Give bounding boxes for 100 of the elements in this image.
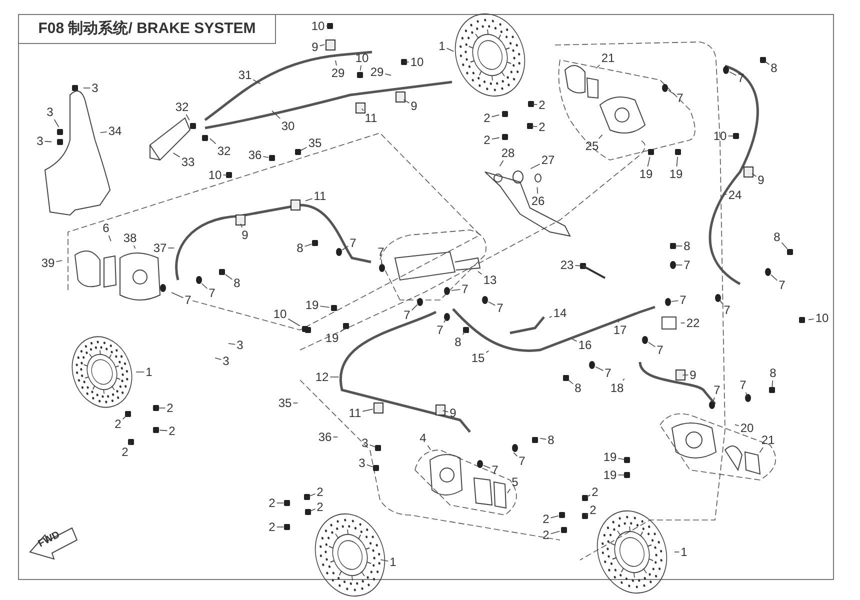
callout-number: 8	[548, 434, 554, 446]
leader-line	[446, 48, 454, 52]
callout-number: 1	[390, 556, 396, 568]
leader-line	[335, 60, 337, 66]
leader-line	[491, 114, 500, 118]
leader-line	[332, 436, 338, 438]
callout-number: 2	[268, 497, 276, 509]
callout-number: 2	[542, 529, 550, 541]
diagram-title: F08 制动系统/ BRAKE SYSTEM	[18, 14, 276, 44]
callout-number: 21	[761, 434, 775, 446]
leader-line	[252, 79, 261, 84]
leader-line	[320, 306, 330, 308]
callout-number: 25	[585, 140, 599, 152]
leader-line	[122, 415, 127, 420]
callout-number: 1	[680, 546, 688, 558]
leader-line	[222, 174, 228, 176]
leader-line	[362, 408, 374, 412]
callout-number: 9	[450, 407, 456, 419]
callout-number: 20	[740, 422, 754, 434]
callout-number: 11	[348, 407, 362, 419]
callout-number: 8	[770, 62, 778, 74]
callout-number: 3	[358, 457, 366, 469]
callout-number: 10	[815, 312, 829, 324]
leader-line	[228, 343, 236, 345]
leader-line	[595, 366, 604, 371]
leader-line	[304, 244, 312, 247]
leader-line	[598, 134, 603, 139]
callout-number: 3	[362, 437, 368, 449]
callout-number: 3	[92, 82, 98, 94]
leader-line	[444, 318, 446, 323]
callout-number: 9	[242, 229, 248, 241]
callout-number: 32	[175, 101, 189, 113]
callout-number: 1	[438, 40, 446, 52]
leader-line	[746, 392, 748, 397]
leader-line	[292, 402, 298, 404]
callout-number: 26	[531, 195, 545, 207]
leader-line	[618, 458, 624, 460]
leader-line	[442, 410, 449, 412]
leader-line	[532, 104, 538, 105]
leader-line	[596, 64, 600, 69]
callout-number: 8	[774, 231, 780, 243]
callout-number: 30	[281, 120, 295, 132]
leader-line	[648, 342, 656, 348]
leader-line	[752, 173, 757, 177]
callout-number: 9	[312, 41, 318, 53]
leader-line	[262, 156, 269, 158]
leader-line	[300, 146, 308, 151]
callout-number: 2	[122, 446, 128, 458]
callout-number: 3	[236, 339, 244, 351]
callout-number: 11	[364, 112, 378, 124]
callout-number: 7	[738, 72, 744, 84]
callout-number: 16	[578, 339, 592, 351]
leader-line	[309, 494, 316, 496]
callout-number: 19	[325, 332, 339, 344]
leader-line	[129, 442, 131, 445]
callout-number: 7	[436, 324, 444, 336]
callout-number: 2	[316, 486, 324, 498]
callout-number: 6	[102, 222, 110, 234]
callout-number: 7	[492, 464, 498, 476]
callout-number: 1	[146, 366, 152, 378]
callout-number: 2	[484, 134, 490, 146]
callout-number: 13	[483, 274, 497, 286]
callout-number: 32	[217, 145, 231, 157]
callout-number: 7	[604, 367, 612, 379]
callout-number: 23	[560, 259, 574, 271]
callout-number: 11	[314, 190, 326, 202]
leader-line	[172, 152, 180, 158]
callout-number: 9	[690, 369, 696, 381]
leader-line	[772, 380, 773, 388]
callout-number: 7	[208, 287, 216, 299]
callout-number: 35	[308, 137, 322, 149]
callout-number: 21	[601, 52, 615, 64]
callout-number: 5	[512, 476, 518, 488]
callout-number: 2	[114, 418, 122, 430]
callout-number: 31	[238, 69, 252, 81]
callout-number: 7	[724, 304, 730, 316]
leader-line	[369, 444, 376, 448]
callout-number: 7	[518, 455, 526, 467]
leader-line	[380, 559, 389, 562]
leader-line	[729, 71, 737, 76]
leader-line	[361, 108, 364, 111]
callout-number: 2	[268, 521, 276, 533]
callout-number: 35	[278, 397, 292, 409]
leader-line	[403, 99, 410, 104]
leader-line	[618, 318, 620, 323]
callout-number: 10	[355, 52, 369, 64]
leader-line	[276, 526, 284, 528]
leader-line	[808, 318, 814, 320]
leader-line	[210, 138, 216, 144]
callout-number: 2	[538, 121, 546, 133]
leader-line	[770, 274, 778, 281]
callout-number: 2	[538, 99, 546, 111]
leader-line	[214, 358, 222, 360]
leader-line	[360, 65, 362, 71]
callout-number: 3	[36, 135, 44, 147]
leader-line	[682, 374, 689, 376]
leader-line	[734, 424, 740, 426]
leader-line	[225, 274, 233, 280]
leader-line	[133, 245, 136, 249]
leader-line	[668, 90, 676, 96]
